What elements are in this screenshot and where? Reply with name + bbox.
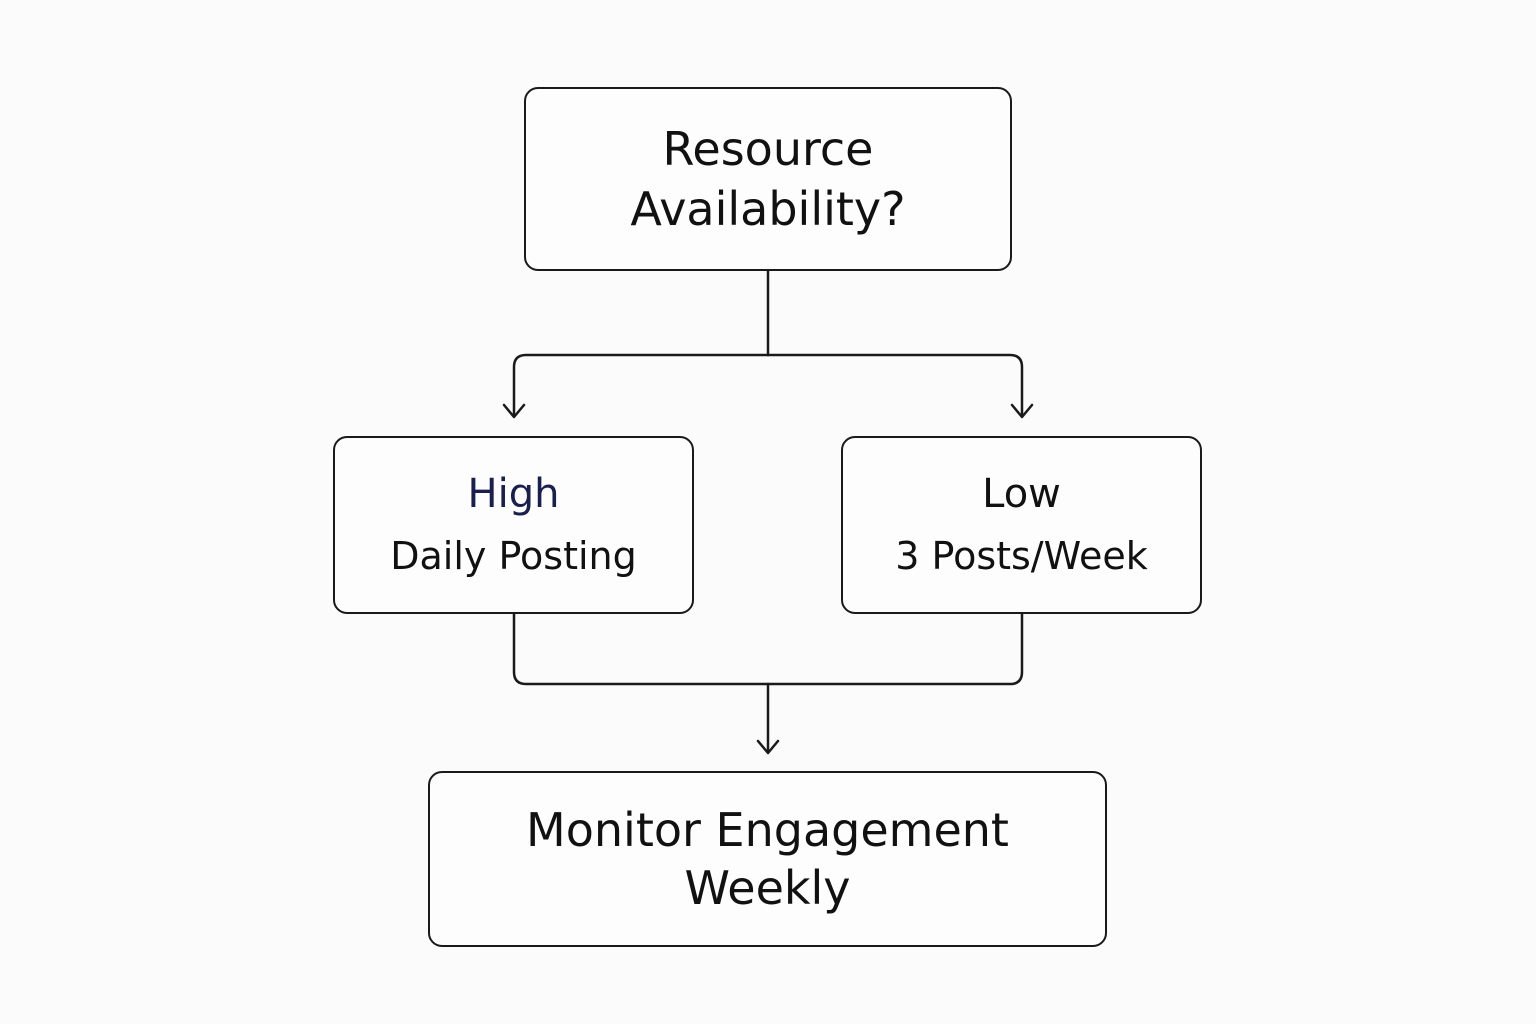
monitor-line1: Monitor Engagement (526, 803, 1009, 857)
low-node: Low 3 Posts/Week (841, 436, 1202, 614)
decision-line1: Resource (662, 122, 874, 176)
arrowhead-high (502, 403, 526, 419)
arrowhead-monitor (756, 739, 780, 755)
low-title: Low (982, 471, 1061, 517)
high-title: High (467, 471, 560, 517)
connector-split-to-high (512, 353, 770, 418)
monitor-node: Monitor Engagement Weekly (428, 771, 1107, 947)
arrowhead-low (1010, 403, 1034, 419)
connector-merge (512, 612, 1024, 686)
low-detail: 3 Posts/Week (895, 534, 1148, 578)
decision-node: Resource Availability? (524, 87, 1012, 271)
high-detail: Daily Posting (390, 534, 637, 578)
high-node: High Daily Posting (333, 436, 694, 614)
connector-split-to-low (766, 353, 1024, 418)
decision-line2: Availability? (630, 182, 906, 236)
monitor-line2: Weekly (684, 861, 851, 915)
